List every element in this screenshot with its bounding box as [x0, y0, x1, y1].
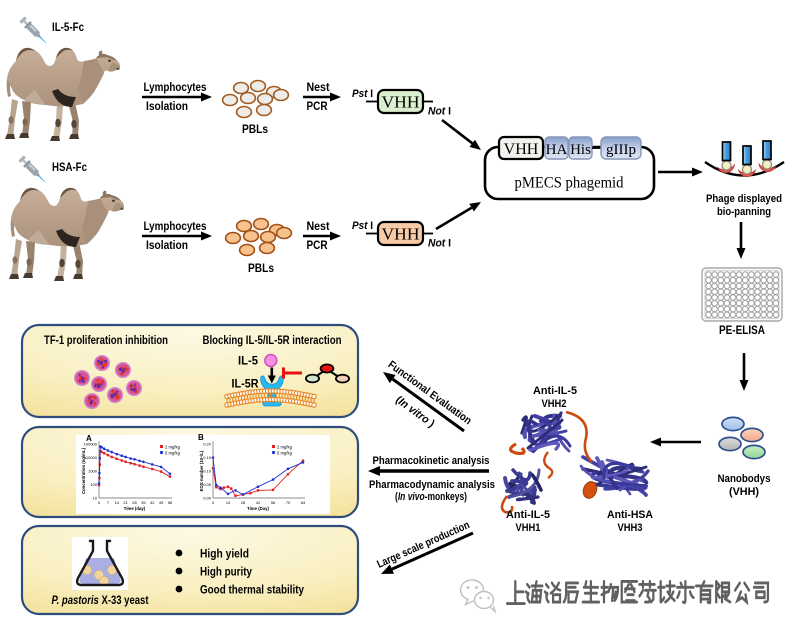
svg-text:A: A — [86, 434, 92, 443]
svg-text:Pharmacokinetic analysis: Pharmacokinetic analysis — [373, 455, 490, 467]
svg-text:1000: 1000 — [88, 469, 98, 474]
svg-text:Anti-HSA: Anti-HSA — [607, 509, 653, 521]
svg-text:VHH1: VHH1 — [516, 522, 541, 534]
svg-text:100000: 100000 — [84, 442, 98, 447]
svg-text:PCR: PCR — [307, 240, 329, 252]
svg-text:Pst I: Pst I — [352, 220, 373, 232]
svg-text:84: 84 — [301, 500, 306, 505]
svg-text:Anti-IL-5: Anti-IL-5 — [533, 385, 577, 397]
svg-text:PBLs: PBLs — [248, 263, 274, 275]
svg-text:Anti-IL-5: Anti-IL-5 — [506, 509, 550, 521]
svg-text:28: 28 — [241, 500, 246, 505]
svg-text:21: 21 — [123, 500, 128, 505]
svg-text:HSA-Fc: HSA-Fc — [52, 160, 87, 174]
svg-text:0.20: 0.20 — [203, 442, 212, 447]
svg-text:0: 0 — [212, 500, 215, 505]
svg-text:PCR: PCR — [307, 101, 329, 113]
svg-text:(VHH): (VHH) — [729, 486, 759, 498]
svg-text:28: 28 — [132, 500, 137, 505]
svg-text:42: 42 — [256, 500, 261, 505]
svg-text:49: 49 — [159, 500, 164, 505]
svg-text:His: His — [570, 142, 591, 158]
svg-text:14: 14 — [226, 500, 231, 505]
svg-text:High purity: High purity — [200, 567, 253, 579]
svg-text:2 mg/kg: 2 mg/kg — [165, 445, 181, 450]
svg-text:Phage displayed: Phage displayed — [706, 193, 782, 205]
svg-text:2 mg/kg: 2 mg/kg — [277, 445, 293, 450]
svg-text:Time (day): Time (day) — [124, 506, 146, 511]
svg-text:PE-ELISA: PE-ELISA — [719, 325, 765, 337]
svg-text:0.10: 0.10 — [203, 469, 212, 474]
svg-text:Nest: Nest — [307, 82, 330, 94]
svg-text:Isolation: Isolation — [146, 101, 188, 113]
svg-text:PBLs: PBLs — [242, 124, 268, 136]
svg-text:Nest: Nest — [307, 221, 330, 233]
svg-text:0.05: 0.05 — [203, 482, 212, 487]
svg-text:0.00: 0.00 — [203, 496, 212, 501]
svg-text:High yield: High yield — [200, 549, 249, 561]
svg-text:Pst I: Pst I — [352, 88, 373, 100]
svg-text:VHH2: VHH2 — [542, 398, 567, 410]
svg-text:IL-5: IL-5 — [238, 356, 259, 368]
svg-text:Concentration (ng/mL): Concentration (ng/mL) — [81, 447, 86, 494]
svg-text:Lymphocytes: Lymphocytes — [144, 221, 207, 233]
svg-text:(In vivo-monkeys): (In vivo-monkeys) — [395, 491, 467, 503]
svg-text:56: 56 — [168, 500, 173, 505]
svg-text:IL-5R: IL-5R — [232, 379, 260, 391]
svg-text:56: 56 — [271, 500, 276, 505]
svg-text:bio-panning: bio-panning — [717, 206, 771, 218]
svg-text:Lymphocytes: Lymphocytes — [144, 82, 207, 94]
svg-text:Blocking IL-5/IL-5R interactio: Blocking IL-5/IL-5R interaction — [203, 335, 342, 347]
svg-text:5 mg/kg: 5 mg/kg — [277, 451, 293, 456]
svg-text:Isolation: Isolation — [146, 240, 188, 252]
svg-text:B: B — [198, 433, 204, 442]
svg-text:VHH3: VHH3 — [618, 522, 643, 534]
svg-text:IL-5-Fc: IL-5-Fc — [52, 20, 84, 34]
svg-text:Not I: Not I — [428, 238, 451, 250]
svg-text:Pharmacodynamic analysis: Pharmacodynamic analysis — [369, 479, 495, 491]
svg-text:TF-1 proliferation inhibition: TF-1 proliferation inhibition — [44, 335, 168, 347]
svg-text:VHH: VHH — [382, 93, 420, 112]
svg-text:Nanobodys: Nanobodys — [718, 473, 771, 485]
svg-text:0: 0 — [98, 500, 101, 505]
svg-text:10: 10 — [93, 496, 98, 501]
svg-text:Good thermal stability: Good thermal stability — [200, 585, 305, 597]
svg-text:VHH: VHH — [504, 141, 539, 158]
svg-text:gIIIp: gIIIp — [606, 142, 636, 158]
svg-text:pMECS phagemid: pMECS phagemid — [515, 175, 624, 192]
svg-text:P. pastoris X-33 yeast: P. pastoris X-33 yeast — [52, 595, 149, 607]
svg-text:EOS number (10⁹/L): EOS number (10⁹/L) — [199, 450, 204, 491]
svg-text:VHH: VHH — [382, 225, 420, 244]
svg-text:10000: 10000 — [86, 455, 98, 460]
svg-text:0.15: 0.15 — [203, 455, 212, 460]
svg-text:42: 42 — [150, 500, 155, 505]
svg-text:100: 100 — [90, 482, 97, 487]
svg-text:Not I: Not I — [428, 106, 451, 118]
svg-text:Time (Day): Time (Day) — [247, 506, 269, 511]
svg-text:14: 14 — [115, 500, 120, 505]
svg-text:7: 7 — [107, 500, 110, 505]
svg-text:5 mg/kg: 5 mg/kg — [165, 451, 181, 456]
svg-text:70: 70 — [286, 500, 291, 505]
svg-text:HA: HA — [546, 142, 568, 158]
svg-text:35: 35 — [141, 500, 146, 505]
